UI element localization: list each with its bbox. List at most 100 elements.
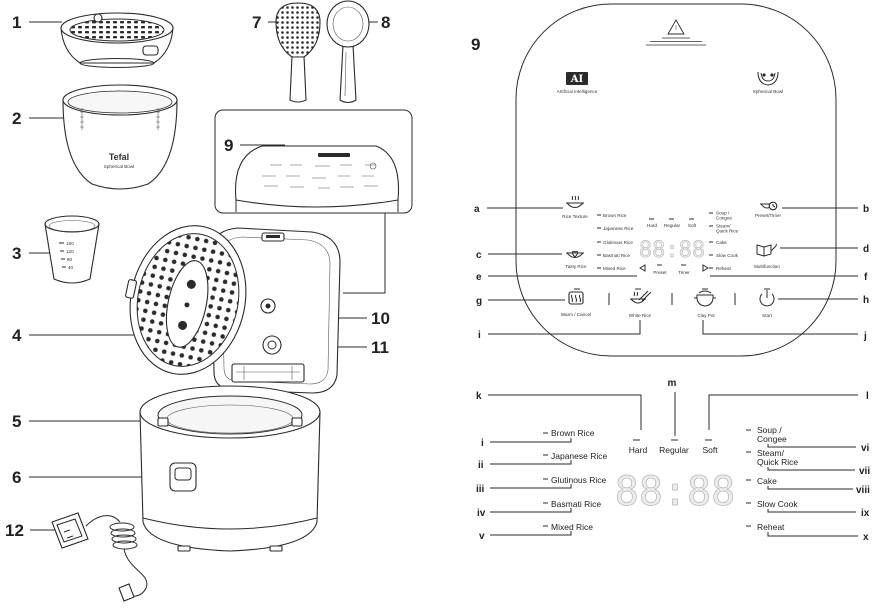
steam-valve-center [267, 340, 277, 350]
menu-steam-quick-line1: Steam/ [757, 448, 785, 458]
left-arrow-icon[interactable] [639, 264, 646, 272]
cooker-foot [269, 545, 283, 552]
callout-number: 11 [371, 338, 389, 357]
panel-letter-j: j [863, 331, 867, 342]
ai-logo [566, 72, 588, 85]
inset-cooker-top [234, 145, 400, 208]
lid-plate-fixing-center [265, 303, 271, 309]
right-arrow-icon[interactable] [702, 264, 709, 272]
numeral-ix: ix [861, 508, 870, 519]
start-label: Start [762, 313, 772, 318]
inset-panel-markings [262, 164, 378, 189]
bowl-body [62, 99, 178, 190]
inset-start-icon [369, 162, 377, 170]
bowl-model: Spherical Bowl [104, 164, 134, 169]
leader-line [490, 508, 572, 513]
cup-mark-label: 40 [68, 265, 74, 270]
spoon-handle [339, 44, 357, 104]
cup-mark-label: 120 [66, 249, 74, 254]
numeral-iv: iv [477, 508, 486, 519]
inset-cooker-sides [235, 200, 399, 212]
bowl-scale-right [156, 108, 160, 130]
spherical-bowl-icon-dot [762, 73, 766, 77]
inner-lid-hole [186, 279, 196, 289]
menu-slow-cook: Slow Cook [757, 499, 798, 509]
cooker-rim-notch [157, 417, 169, 427]
control-panel-inset: 9 [214, 109, 413, 294]
cord-coil [110, 528, 136, 538]
leader-line [767, 486, 853, 490]
menu-steam-quick-line1: Steam/ [716, 224, 731, 229]
texture-regular: Regular [659, 445, 689, 455]
leader-line [767, 444, 856, 448]
texture-hard: Hard [629, 445, 648, 455]
inset-panel-strip [318, 153, 350, 157]
menu-mixed-rice: Mixed Rice [603, 266, 626, 271]
detail-letter-k: k [476, 391, 482, 402]
cup-mark-label: 80 [67, 257, 73, 262]
menu-steam-quick-line2: Quick Rice [757, 457, 798, 467]
texture-soft: Soft [702, 445, 718, 455]
panel-letter-c: c [476, 250, 482, 261]
menu-glutinous-rice: Glutinous Rice [603, 240, 633, 245]
menu-cake: Cake [716, 240, 727, 245]
callout-3: 3 [12, 244, 52, 263]
basket-holes [69, 18, 165, 42]
button-separators [608, 293, 736, 305]
clay-pot-label: Clay Pot [697, 313, 715, 318]
menu-right-indicators [746, 429, 751, 527]
menu-reheat: Reheat [757, 522, 785, 532]
cord-plug-pins [63, 529, 74, 539]
detail-display: 88:88 [615, 469, 735, 515]
ai-caption: Artificial Intelligence [557, 89, 598, 94]
lid-hinge-details [236, 366, 300, 380]
numeral-viii: viii [856, 485, 870, 496]
spoon-handle-groove [344, 51, 347, 97]
panel-letter-e: e [476, 272, 482, 283]
callout-number: 12 [5, 521, 24, 540]
preset-label: Preset [653, 270, 667, 275]
panel-letter-a: a [474, 204, 480, 215]
panel-outline [515, 3, 837, 357]
menu-basmati-rice: Basmati Rice [603, 253, 631, 258]
callout-number: 2 [12, 109, 21, 128]
bowl-brand: Tefal [109, 152, 129, 162]
inner-lid-hole [184, 302, 190, 308]
rice-texture-icon[interactable] [566, 195, 584, 208]
cord-plug-face [56, 518, 83, 543]
menu-soup-congee-line2: Congee [716, 216, 733, 221]
cooker-cavity-rim [157, 395, 303, 435]
lid-hinge [231, 363, 305, 383]
numeral-vii: vii [859, 466, 870, 477]
lid-inner-edge [221, 236, 331, 385]
numeral-x: x [863, 532, 869, 543]
warm-wave-icon [571, 294, 581, 303]
inner-bowl-illustration: Tefal Spherical Bowl [62, 84, 178, 190]
lid-release-button-face [174, 467, 192, 481]
menu-soup-congee-line2: Congee [757, 434, 787, 444]
clay-pot-icon[interactable] [694, 290, 716, 307]
book-icon[interactable] [756, 244, 772, 257]
rice-texture-label: Rice Texture [562, 214, 588, 219]
cord-end-plug [118, 583, 135, 602]
callout-number: 4 [12, 326, 22, 345]
menu-left-indicators [597, 214, 601, 269]
callout-number: 3 [12, 244, 21, 263]
spherical-bowl-caption: Spherical Bowl [753, 89, 783, 94]
display-detail: m k l Hard Regular Soft 88:88 i Brown Ri… [476, 378, 870, 543]
spoon-icon [770, 243, 777, 252]
basket-base [79, 58, 155, 68]
power-icon[interactable] [759, 290, 775, 307]
cooker-foot [177, 545, 191, 552]
steam-basket-illustration [60, 12, 174, 68]
bowl-scale-left [80, 108, 84, 130]
white-rice-label: White Rice [629, 313, 652, 318]
detail-letter-l: l [866, 391, 869, 402]
paddle-handle [289, 55, 307, 103]
callout-number: 1 [12, 13, 21, 32]
leader-line [490, 531, 572, 536]
cup-body [44, 223, 100, 284]
panel-letter-d: d [863, 244, 869, 255]
menu-glutinous-rice: Glutinous Rice [551, 475, 607, 485]
